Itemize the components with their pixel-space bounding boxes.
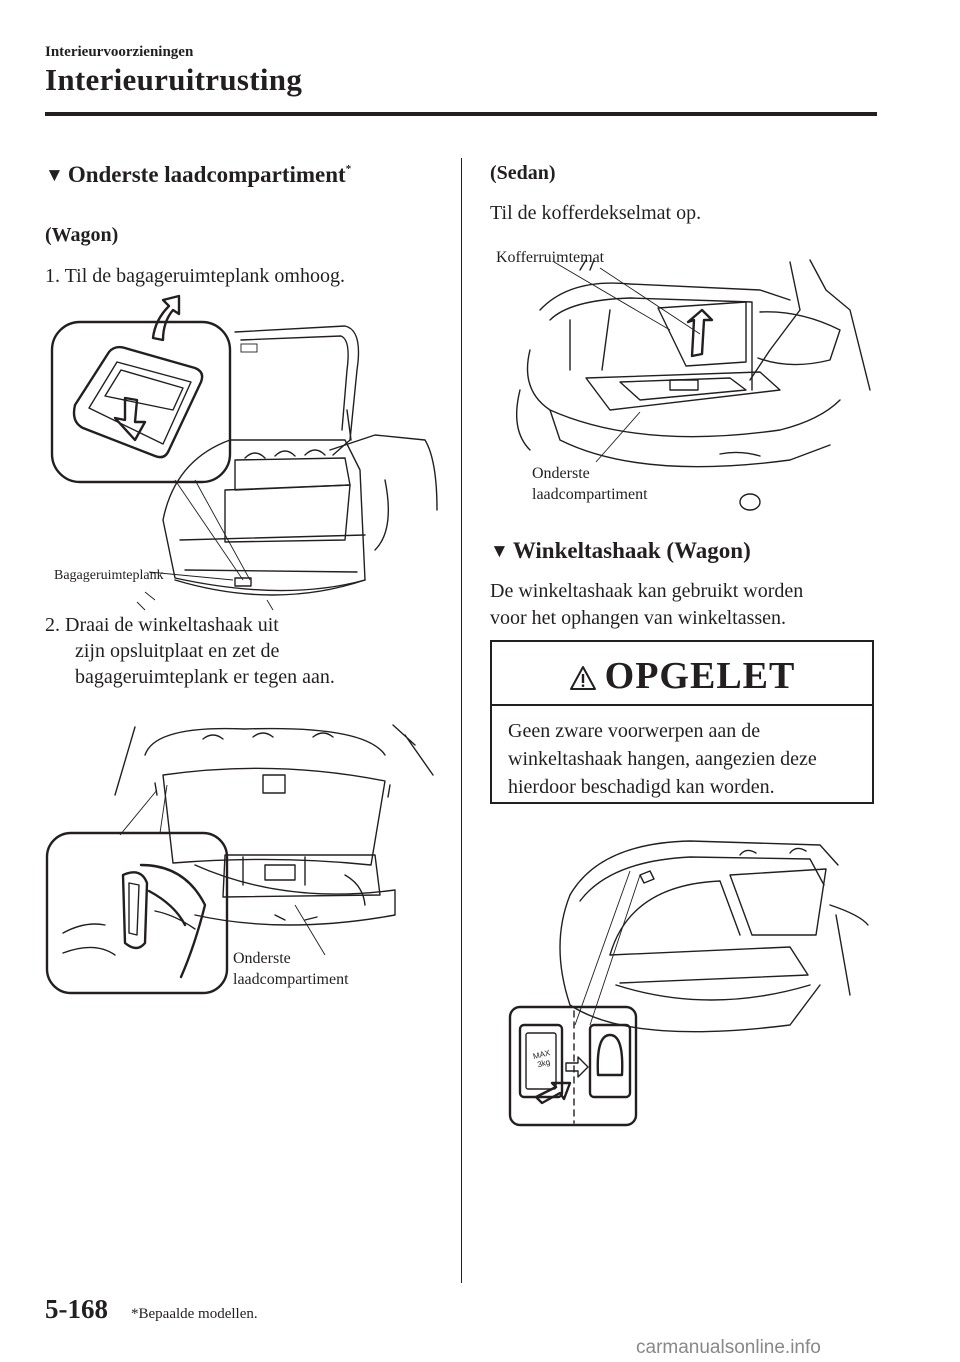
heading-shopping-hook: ▼Winkeltashaak (Wagon) <box>490 538 751 563</box>
figure-sedan-trunk <box>515 259 871 511</box>
step-1: 1. Til de bagageruimteplank omhoog. <box>45 265 345 287</box>
caution-box: OPGELET Geen zware voorwerpen aan de win… <box>490 640 874 804</box>
figure-wagon-hook <box>45 724 434 995</box>
figure-hook-location <box>508 840 869 1127</box>
page-title: Interieuruitrusting <box>45 62 303 97</box>
triangle-icon: ▼ <box>45 165 64 186</box>
callout-luggage-board: Bagageruimteplank <box>54 568 164 583</box>
caution-divider <box>492 704 872 706</box>
section-label: Interieurvoorzieningen <box>45 44 194 60</box>
triangle-icon: ▼ <box>490 541 509 562</box>
caution-title: OPGELET <box>492 654 872 701</box>
hook-para-line-2: voor het ophangen van winkeltassen. <box>490 607 787 629</box>
warning-triangle-icon <box>569 657 597 701</box>
column-divider <box>461 158 462 1283</box>
step-2-line-3: bagageruimteplank er tegen aan. <box>75 666 335 688</box>
header-rule <box>45 112 877 116</box>
wagon-label: (Wagon) <box>45 224 119 246</box>
heading-lower-compartment: ▼Onderste laadcompartiment* <box>45 162 352 187</box>
hook-para-line-1: De winkeltashaak kan gebruikt worden <box>490 580 804 602</box>
sedan-instruction: Til de kofferdekselmat op. <box>490 202 702 224</box>
figure-wagon-board <box>50 294 438 611</box>
step-2-line-2: zijn opsluitplaat en zet de <box>75 640 280 662</box>
footnote-mark: * <box>345 163 352 175</box>
callout-trunk-mat: Kofferruimtemat <box>496 249 605 266</box>
watermark: carmanualsonline.info <box>636 1337 821 1358</box>
page-number: 5-168 <box>45 1294 108 1324</box>
sedan-label: (Sedan) <box>490 162 556 184</box>
caution-text: Geen zware voorwerpen aan de winkeltasha… <box>508 720 817 798</box>
callout-lower-compartment-2: Onderste laadcompartiment <box>532 465 648 503</box>
callout-lower-compartment-1: Onderste laadcompartiment <box>233 950 349 988</box>
step-2-line-1: 2. Draai de winkeltashaak uit <box>45 614 279 636</box>
footnote: *Bepaalde modellen. <box>131 1306 258 1322</box>
